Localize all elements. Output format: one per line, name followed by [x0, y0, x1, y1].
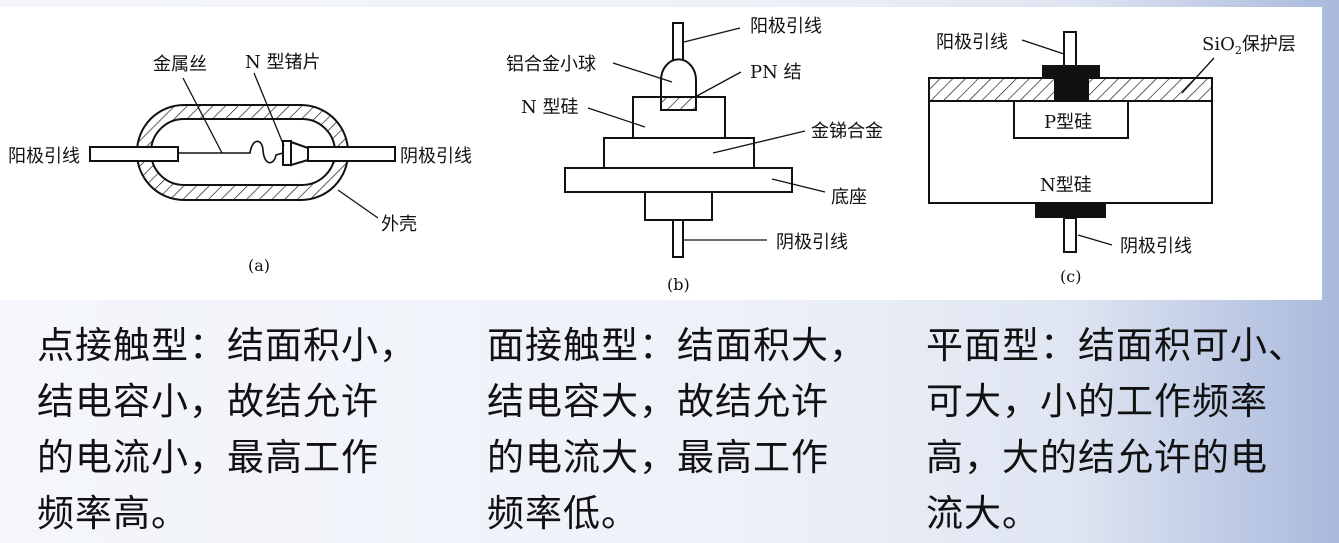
label-metal-wire: 金属丝 — [153, 54, 207, 75]
caption-c: (c) — [1060, 267, 1081, 286]
cathode-lead — [307, 146, 396, 162]
text-line: 点接触型：结面积小， — [37, 324, 417, 367]
metal-wire — [178, 140, 284, 164]
base — [564, 167, 793, 193]
lower-block — [644, 191, 713, 221]
figure-b-junction-contact — [564, 22, 826, 258]
caption-a: (a) — [248, 256, 270, 275]
label-p-silicon: P型硅 — [1044, 112, 1092, 133]
text-line: 频率高。 — [37, 492, 189, 535]
text-line: 的电流小，最高工作 — [37, 436, 379, 479]
label-shell: 外壳 — [381, 214, 417, 235]
text-line: 的电流大，最高工作 — [487, 436, 829, 479]
text-line: 流大。 — [926, 492, 1040, 535]
text-line: 结电容小，故结允许 — [37, 380, 379, 423]
label-cathode-lead-b: 阴极引线 — [776, 232, 848, 253]
cathode-lead — [672, 219, 684, 258]
label-sio2-layer: SiO2保护层 — [1202, 34, 1296, 57]
diode-structure-figures: 阳极引线 金属丝 N 型锗片 阴极引线 外壳 (a) 阳极引线 铝合金小球 PN… — [8, 16, 1296, 294]
cathode-contact — [1035, 203, 1106, 218]
label-gold-antimony: 金锑合金 — [811, 121, 883, 142]
description-planar: 平面型：结面积可小、 可大，小的工作频率 高，大的结允许的电 流大。 — [926, 318, 1306, 542]
sio2-prefix: SiO — [1202, 34, 1235, 55]
label-pn-junction: PN 结 — [750, 62, 802, 83]
label-cathode-lead-a: 阴极引线 — [400, 146, 472, 167]
label-n-germanium: N 型锗片 — [245, 52, 320, 73]
label-anode-lead-c: 阳极引线 — [936, 32, 1008, 53]
anode-contact — [1042, 65, 1100, 78]
description-point-contact: 点接触型：结面积小， 结电容小，故结允许 的电流小，最高工作 频率高。 — [37, 318, 417, 542]
anode-lead — [1063, 31, 1077, 67]
description-junction-contact: 面接触型：结面积大， 结电容大，故结允许 的电流大，最高工作 频率低。 — [487, 318, 867, 542]
label-n-silicon-b: N 型硅 — [521, 97, 578, 118]
anode-lead — [672, 22, 684, 62]
pn-junction — [660, 96, 697, 111]
anode-contact-via — [1054, 77, 1089, 102]
text-line: 结电容大，故结允许 — [487, 380, 829, 423]
sio2-suffix: 保护层 — [1242, 34, 1296, 55]
caption-b: (b) — [667, 275, 690, 294]
figure-a-point-contact — [89, 72, 396, 219]
label-aluminum-ball: 铝合金小球 — [506, 54, 596, 75]
sio2-subscript: 2 — [1235, 44, 1242, 57]
text-line: 高，大的结允许的电 — [926, 436, 1268, 479]
label-anode-lead-b: 阳极引线 — [750, 16, 822, 37]
text-line: 可大，小的工作频率 — [926, 380, 1268, 423]
descriptions: 点接触型：结面积小， 结电容小，故结允许 的电流小，最高工作 频率高。 面接触型… — [0, 318, 1339, 543]
label-base: 底座 — [831, 187, 867, 208]
label-cathode-lead-c: 阴极引线 — [1120, 236, 1192, 257]
gold-antimony-alloy — [603, 137, 755, 169]
chip-holder — [290, 140, 309, 167]
label-anode-lead-a: 阳极引线 — [8, 146, 80, 167]
germanium-chip — [282, 140, 292, 166]
figure-c-planar — [928, 31, 1215, 253]
label-n-silicon-c: N型硅 — [1040, 175, 1092, 196]
text-line: 平面型：结面积可小、 — [926, 324, 1306, 367]
anode-lead — [89, 146, 179, 162]
text-line: 频率低。 — [487, 492, 639, 535]
text-line: 面接触型：结面积大， — [487, 324, 867, 367]
cathode-lead — [1063, 217, 1077, 253]
